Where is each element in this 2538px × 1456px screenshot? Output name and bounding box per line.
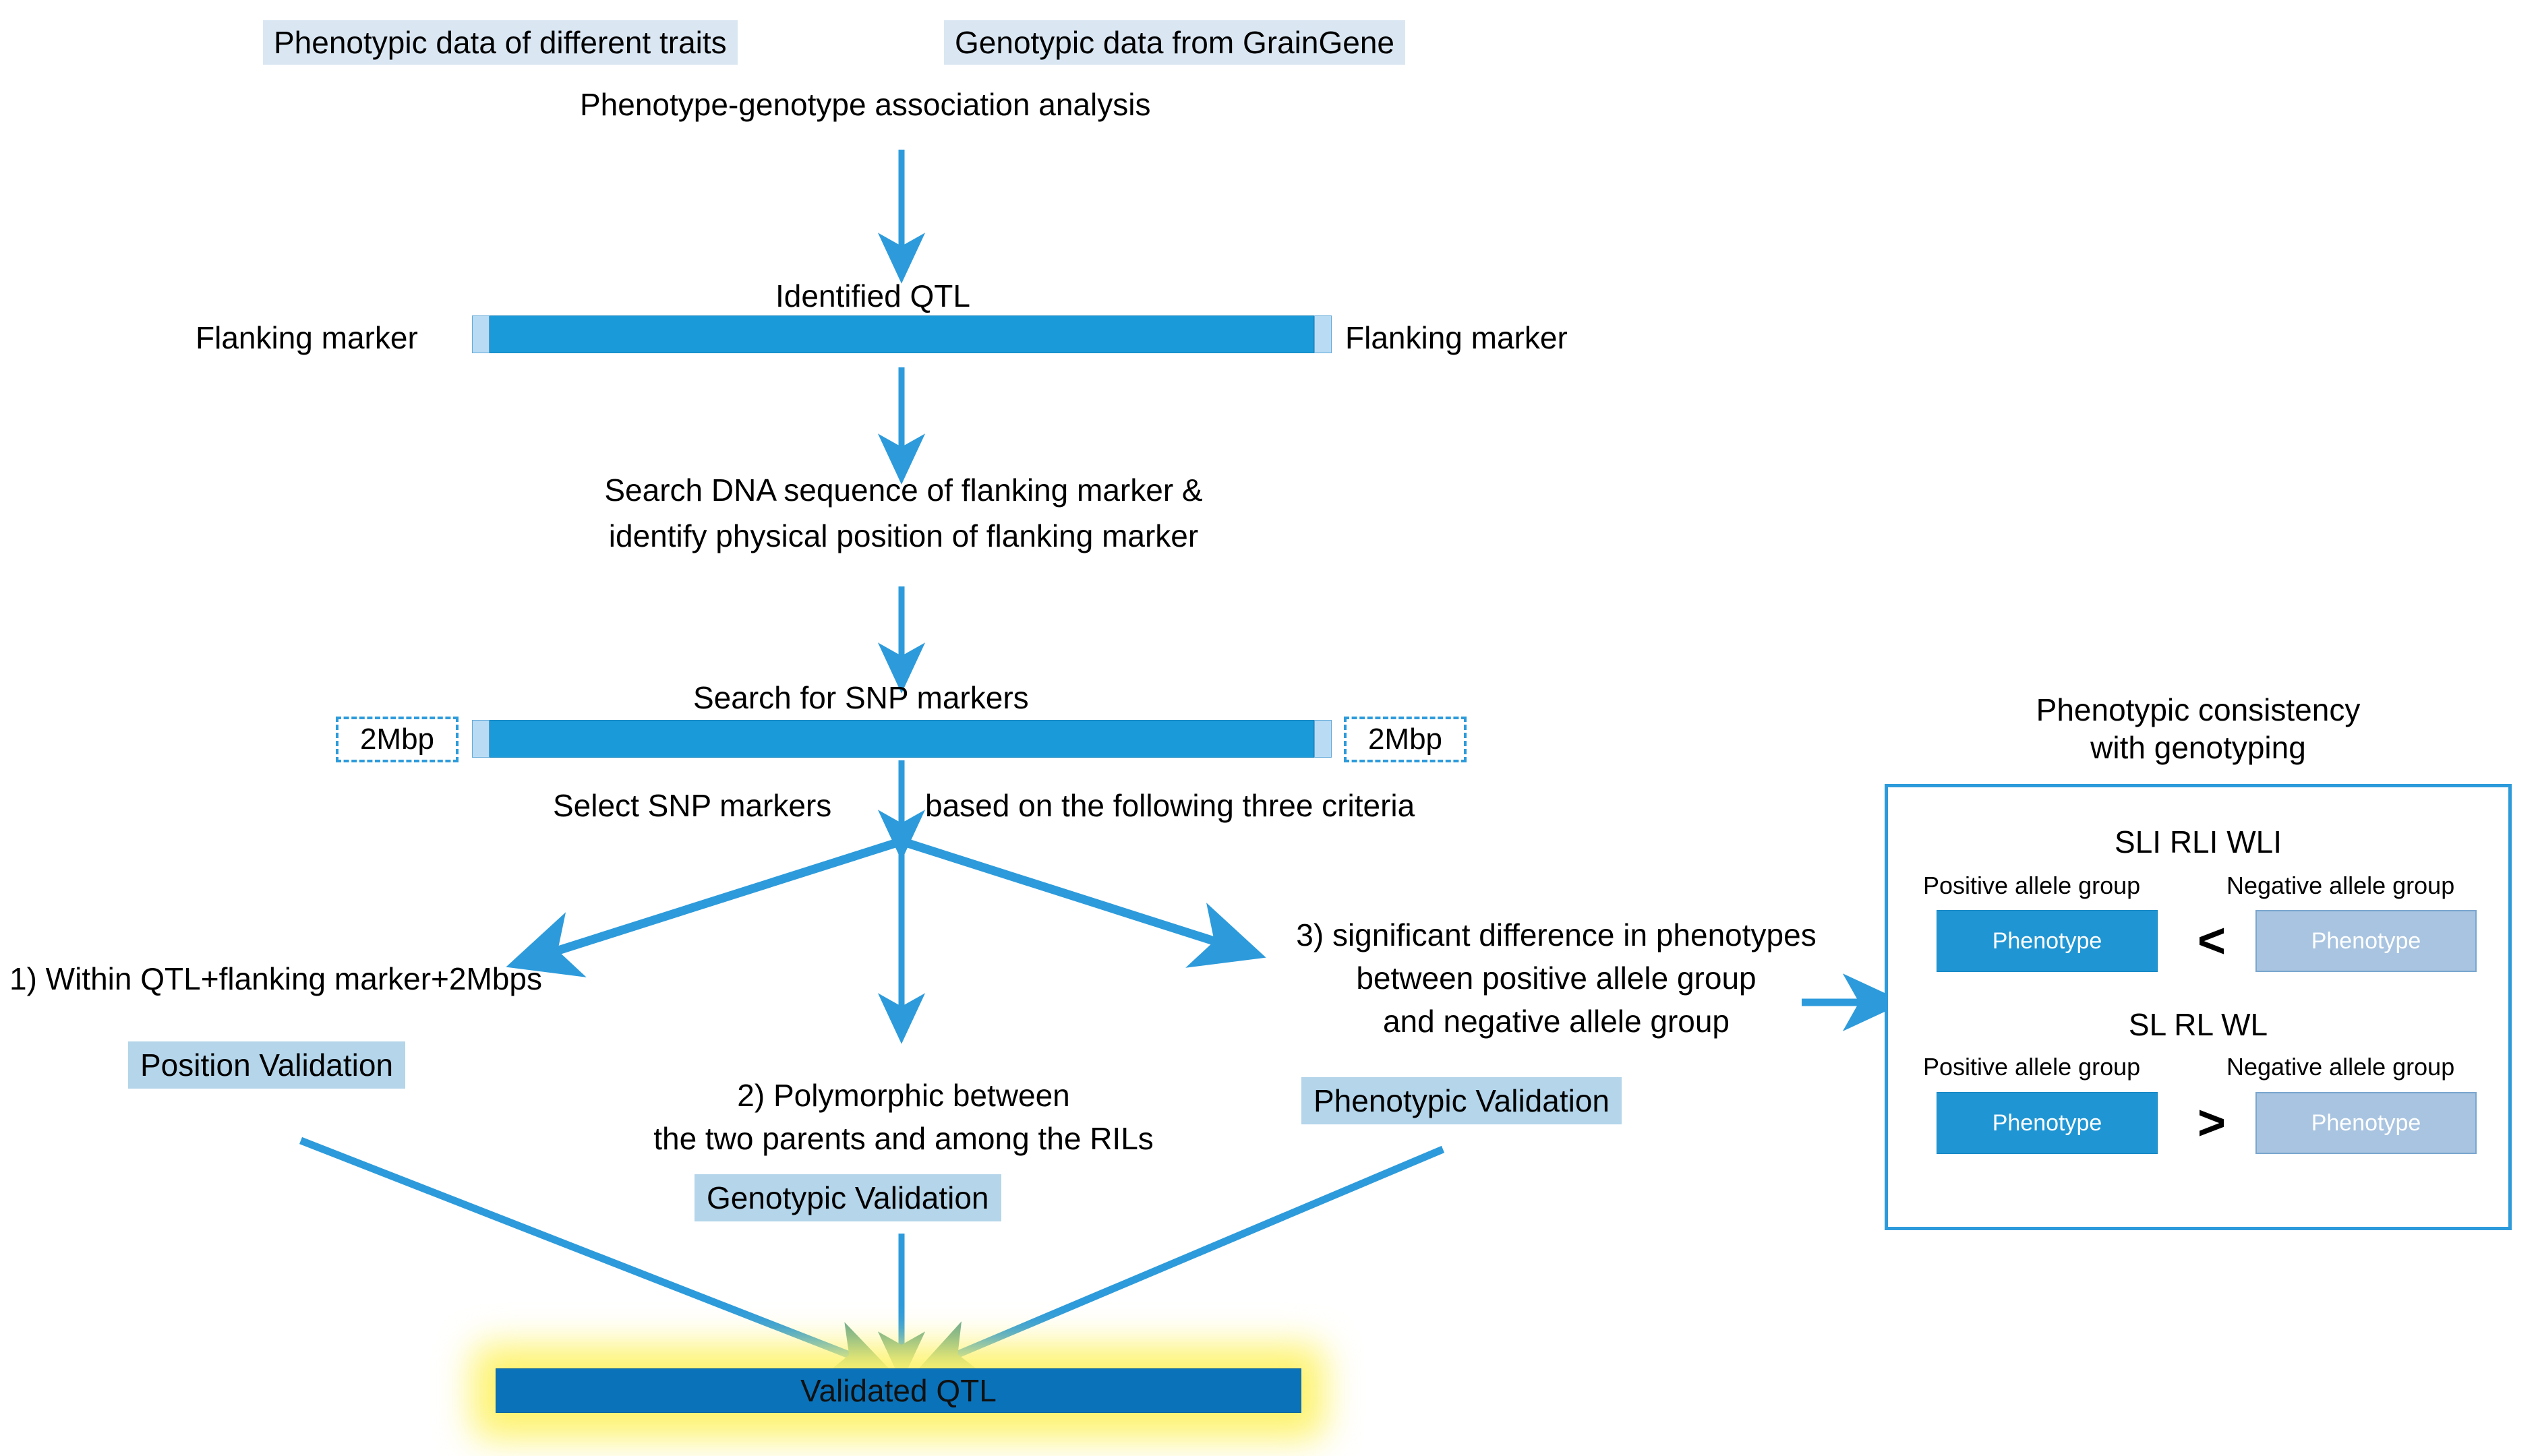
phenotypic-data-chip: Phenotypic data of different traits: [263, 20, 738, 65]
criterion-1-text: 1) Within QTL+flanking marker+2Mbps: [9, 961, 542, 996]
position-validation-chip: Position Validation: [128, 1041, 406, 1089]
consistency-row-2-negative-header: Negative allele group: [2226, 1053, 2455, 1081]
consistency-row-1-negative-header: Negative allele group: [2226, 872, 2455, 899]
validated-qtl-label: Validated QTL: [800, 1373, 997, 1408]
mbp-left-box: 2Mbp: [336, 717, 459, 762]
search-dna-line2: identify physical position of flanking m…: [608, 518, 1199, 553]
snp-flanking-left-cap: [472, 720, 490, 758]
criterion-3-line1: 3) significant difference in phenotypes: [1296, 917, 1817, 952]
consistency-row-1-positive-header: Positive allele group: [1923, 872, 2141, 899]
flanking-marker-right-cap: [1314, 315, 1332, 353]
flanking-marker-left-cap: [472, 315, 490, 353]
consistency-row-2-negative-box: Phenotype: [2255, 1092, 2477, 1154]
position-validation-label: Position Validation: [128, 1041, 406, 1089]
criterion-2-line2: the two parents and among the RILs: [653, 1121, 1154, 1156]
consistency-row-1-positive-box: Phenotype: [1937, 910, 2158, 972]
consistency-row-1-comparator: <: [2197, 914, 2226, 968]
criterion-3-line2: between positive allele group: [1356, 961, 1757, 996]
consistency-row-2-negative-label: Phenotype: [2311, 1110, 2421, 1136]
consistency-row-2-traits: SL RL WL: [2128, 1007, 2268, 1042]
consistency-row-2-positive-box: Phenotype: [1937, 1092, 2158, 1154]
identified-qtl-label: Identified QTL: [775, 278, 970, 313]
consistency-panel: [1885, 784, 2512, 1230]
phenotypic-validation-chip: Phenotypic Validation: [1301, 1077, 1622, 1124]
consistency-title-line2: with genotyping: [2090, 730, 2306, 765]
snp-qtl-region-core: [490, 720, 1314, 758]
search-snp-label: Search for SNP markers: [693, 680, 1029, 715]
genotypic-data-label: Genotypic data from GrainGene: [944, 20, 1405, 65]
arrow-fork-right: [900, 837, 1266, 968]
validated-qtl-box: Validated QTL: [496, 1368, 1301, 1413]
flanking-marker-right-label: Flanking marker: [1345, 320, 1568, 355]
criterion-2-line1: 2) Polymorphic between: [737, 1078, 1070, 1113]
consistency-row-2-positive-header: Positive allele group: [1923, 1053, 2141, 1081]
criterion-3-line3: and negative allele group: [1382, 1004, 1730, 1039]
genotypic-data-chip: Genotypic data from GrainGene: [944, 20, 1405, 65]
snp-qtl-bar: [472, 720, 1332, 758]
consistency-row-1-negative-label: Phenotype: [2311, 928, 2421, 954]
consistency-row-2-comparator: >: [2197, 1096, 2226, 1150]
criteria-intro-right: based on the following three criteria: [925, 788, 1415, 823]
genotypic-validation-chip: Genotypic Validation: [695, 1174, 1001, 1221]
consistency-row-1-traits: SLI RLI WLI: [2115, 824, 2282, 859]
flanking-marker-left-label: Flanking marker: [196, 320, 418, 355]
phenotypic-validation-label: Phenotypic Validation: [1301, 1077, 1622, 1124]
snp-flanking-right-cap: [1314, 720, 1332, 758]
genotypic-validation-label: Genotypic Validation: [695, 1174, 1001, 1221]
association-analysis-label: Phenotype-genotype association analysis: [580, 87, 1151, 122]
arrow-phenotypic-to-validated: [915, 1145, 1445, 1375]
consistency-row-2-positive-label: Phenotype: [1992, 1110, 2102, 1136]
arrow-fork-left: [506, 837, 903, 977]
mbp-left-label: 2Mbp: [359, 723, 435, 756]
phenotypic-data-label: Phenotypic data of different traits: [263, 20, 738, 65]
search-dna-line1: Search DNA sequence of flanking marker &: [604, 473, 1203, 508]
criteria-intro-left: Select SNP markers: [553, 788, 832, 823]
consistency-row-1-positive-label: Phenotype: [1992, 928, 2102, 954]
mbp-right-box: 2Mbp: [1344, 717, 1467, 762]
consistency-title-line1: Phenotypic consistency: [2036, 692, 2361, 727]
identified-qtl-bar: [472, 315, 1332, 353]
qtl-region-core: [490, 315, 1314, 353]
consistency-row-1-negative-box: Phenotype: [2255, 910, 2477, 972]
mbp-right-label: 2Mbp: [1367, 723, 1443, 756]
